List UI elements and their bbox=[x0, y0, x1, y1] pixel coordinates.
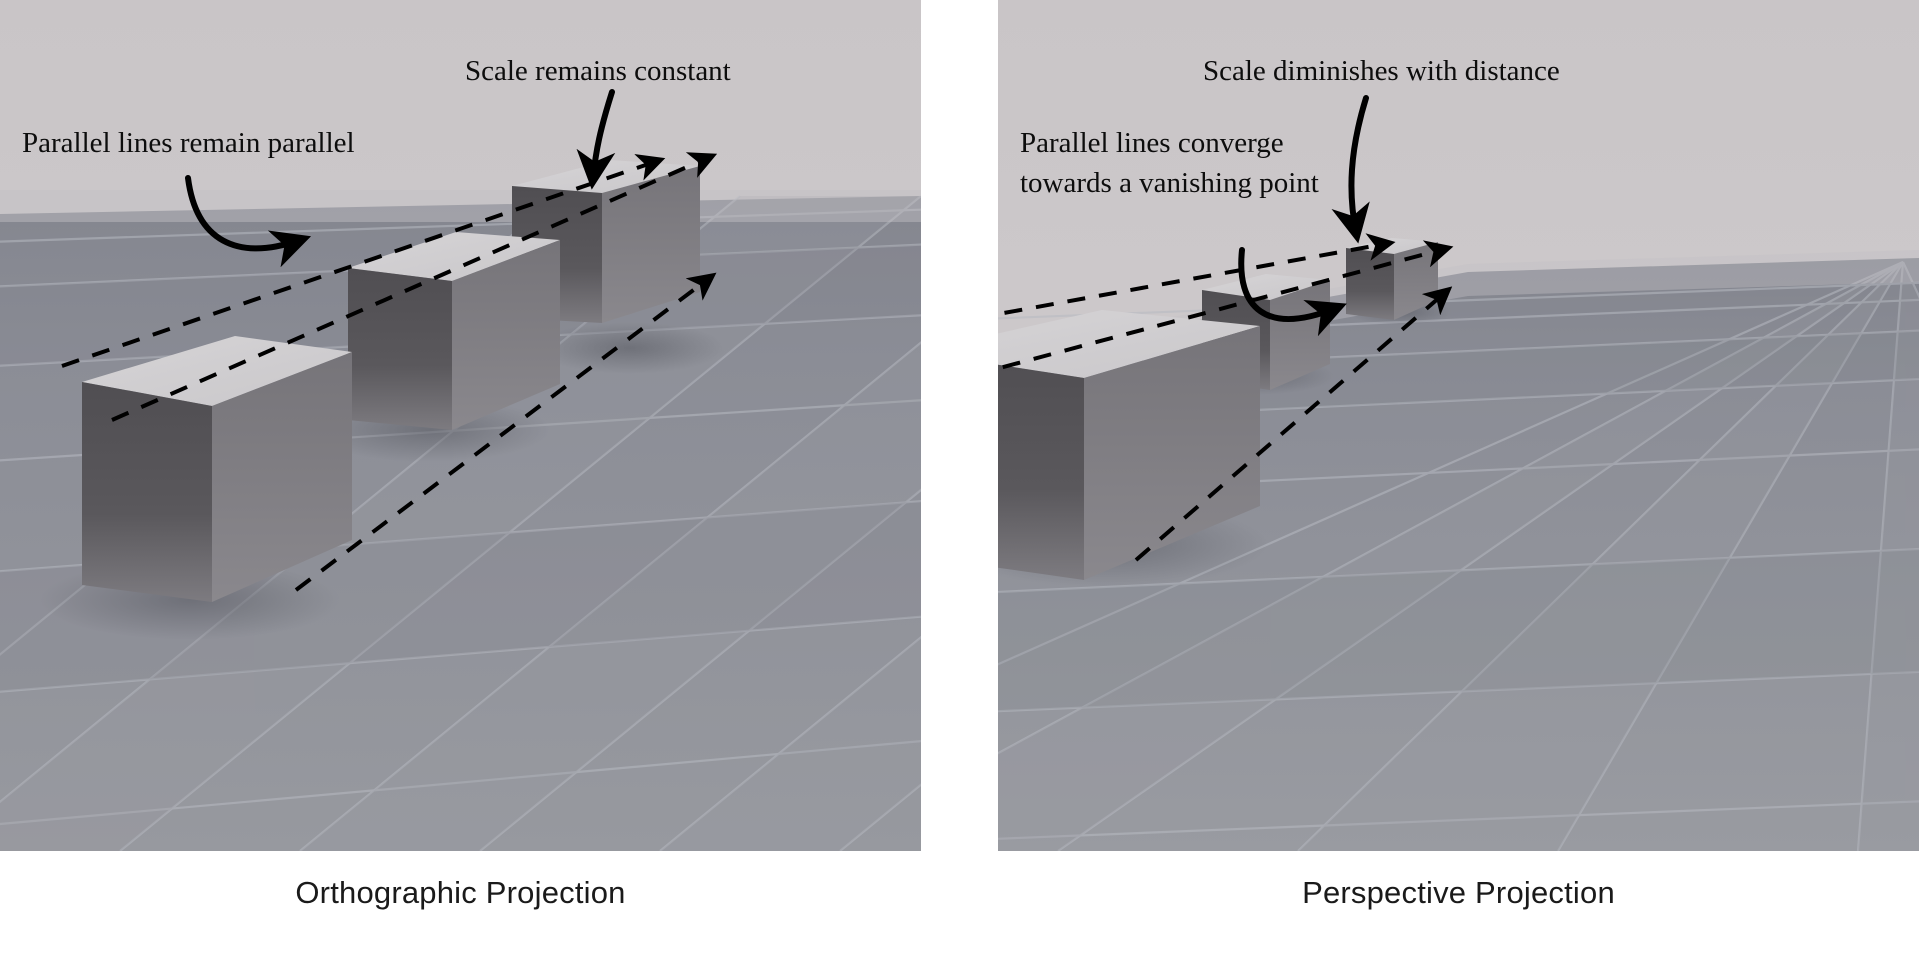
cube-near-front bbox=[82, 382, 212, 602]
horizon-haze bbox=[998, 250, 1919, 380]
parallel-note-arrow bbox=[185, 175, 312, 268]
annotation-scale-diminishes-with-distance: Scale diminishes with distance bbox=[1203, 55, 1560, 87]
orthographic-panel: Scale remains constant Parallel lines re… bbox=[0, 0, 921, 851]
caption-perspective-projection: Perspective Projection bbox=[1302, 875, 1615, 910]
guide-line-3 bbox=[294, 272, 717, 592]
guide-lines bbox=[61, 152, 718, 592]
cube-near-side bbox=[212, 352, 352, 602]
annotation-parallel-lines-converge-line1: Parallel lines converge bbox=[1020, 127, 1284, 159]
cube-middle-top bbox=[1202, 274, 1330, 300]
guide-line-3 bbox=[1134, 286, 1453, 562]
guide-line-1 bbox=[61, 154, 666, 368]
guide-line-2 bbox=[998, 240, 1454, 371]
cube-middle-side bbox=[452, 240, 560, 430]
cube-near-side bbox=[1084, 326, 1260, 580]
guide-lines bbox=[998, 233, 1454, 562]
cube-near bbox=[40, 336, 352, 640]
guide-line-2 bbox=[111, 152, 718, 422]
orthographic-scene: Scale remains constant Parallel lines re… bbox=[0, 0, 921, 851]
perspective-scene: Scale diminishes with distance Parallel … bbox=[998, 0, 1919, 851]
cube-middle-front bbox=[348, 268, 452, 430]
perspective-panel: Scale diminishes with distance Parallel … bbox=[998, 0, 1919, 851]
scale-note-arrow bbox=[576, 89, 616, 190]
horizon-haze bbox=[0, 190, 921, 222]
cube-far-front bbox=[1346, 248, 1394, 320]
annotation-parallel-lines-converge-line2: towards a vanishing point bbox=[1020, 167, 1319, 199]
cube-far-side bbox=[602, 166, 700, 323]
caption-orthographic-projection: Orthographic Projection bbox=[295, 875, 626, 910]
cube-near-top bbox=[82, 336, 352, 406]
parallel-note-arrow bbox=[1238, 247, 1347, 337]
cube-near bbox=[998, 310, 1268, 587]
annotation-scale-remains-constant: Scale remains constant bbox=[465, 55, 731, 87]
cube-near-top bbox=[998, 310, 1260, 378]
floor-checker-tint bbox=[998, 262, 1919, 851]
scale-note-arrow bbox=[1331, 95, 1370, 244]
cube-near-front bbox=[998, 364, 1084, 580]
annotation-parallel-lines-remain-parallel: Parallel lines remain parallel bbox=[22, 127, 355, 159]
